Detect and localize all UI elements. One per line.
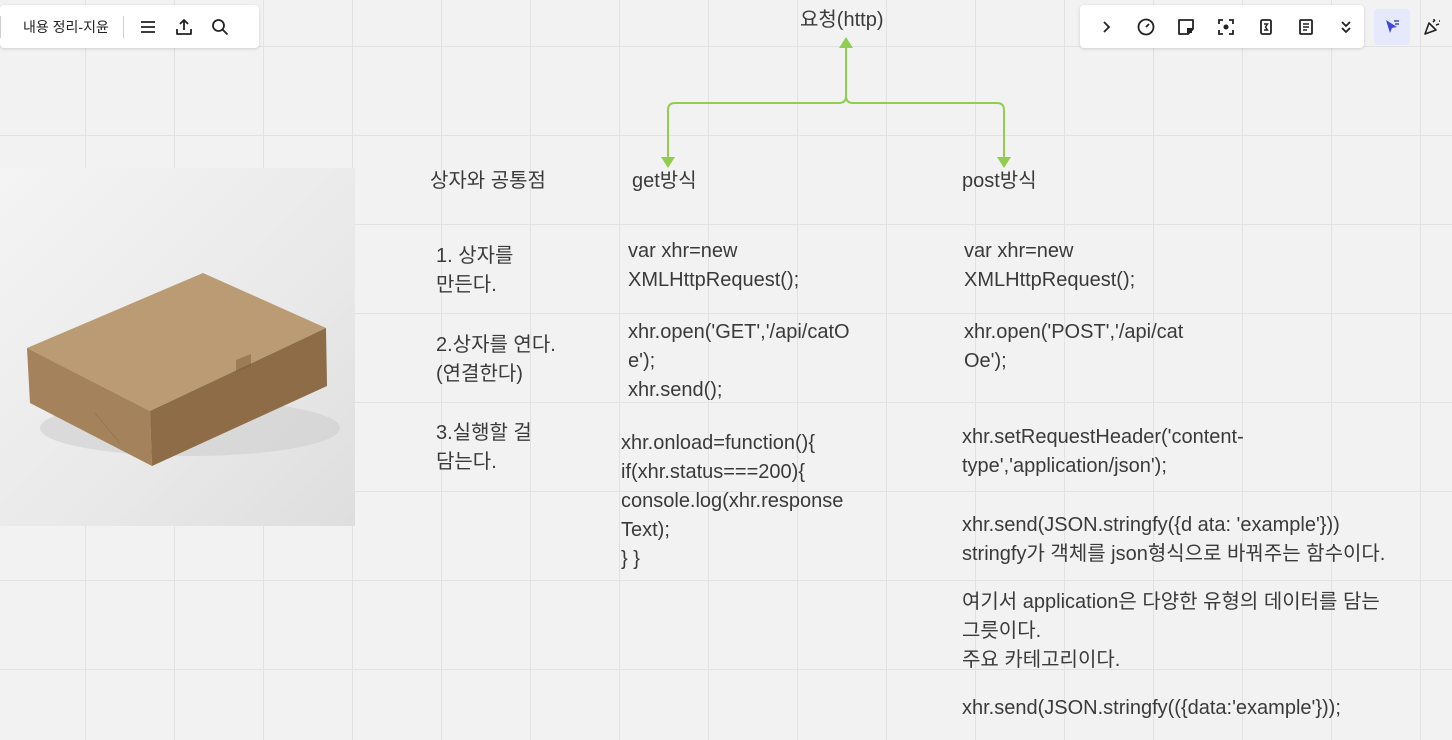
text-line: 담는다. [436, 451, 497, 473]
code-line: var xhr=new [628, 240, 738, 262]
cardboard-box-image[interactable] [0, 168, 355, 526]
timer-icon [1137, 18, 1155, 35]
code-line: stringfy가 객체를 json형식으로 바꿔주는 함수이다. [962, 543, 1386, 565]
code-line: xhr.send(JSON.stringfy({d ata: 'example'… [962, 514, 1340, 536]
code-line: e'); [628, 350, 656, 372]
post-code-open[interactable]: xhr.open('POST','/api/cat Oe'); [964, 318, 1183, 376]
post-code-create[interactable]: var xhr=new XMLHttpRequest(); [964, 237, 1135, 295]
timer-button[interactable] [1128, 9, 1164, 45]
code-line: xhr.send(); [628, 379, 723, 401]
export-button[interactable] [166, 9, 202, 45]
focus-icon [1218, 18, 1234, 35]
toolbar-separator [122, 15, 124, 38]
chevron-right-icon [1103, 20, 1111, 33]
get-code-onload[interactable]: xhr.onload=function(){ if(xhr.status===2… [621, 429, 843, 574]
text-line: 주요 카테고리이다. [962, 649, 1121, 671]
post-code-send-final[interactable]: xhr.send(JSON.stringfy(({data:'example'}… [962, 694, 1341, 723]
cardboard-box-illustration [27, 273, 340, 466]
notes-icon [1299, 18, 1313, 35]
text-line: 1. 상자를 [436, 245, 514, 267]
board-toolbar: 내용 정리-지윤 [0, 5, 259, 48]
common-points-header[interactable]: 상자와 공통점 [430, 170, 546, 192]
text-line: 2.상자를 연다. [436, 334, 556, 356]
code-line: xhr.open('GET','/api/catO [628, 321, 850, 343]
sticky-note-button[interactable] [1168, 9, 1204, 45]
interaction-toolbar [1370, 5, 1452, 48]
board-title[interactable]: 내용 정리-지윤 [23, 18, 109, 35]
connector-line-get [667, 95, 847, 160]
arrow-head-up [839, 37, 853, 48]
text-line: (연결한다) [436, 363, 523, 385]
code-line: xhr.onload=function(){ [621, 432, 816, 454]
common-step-1[interactable]: 1. 상자를 만든다. [436, 242, 513, 300]
voting-icon [1260, 18, 1272, 35]
reactions-icon [1386, 19, 1399, 33]
tools-toolbar [1080, 5, 1364, 48]
http-request-label[interactable]: 요청(http) [800, 9, 884, 31]
code-line: XMLHttpRequest(); [964, 269, 1136, 291]
arrow-head-post [997, 157, 1011, 168]
arrow-head-get [661, 157, 675, 168]
text-line: 만든다. [436, 274, 497, 296]
common-step-2[interactable]: 2.상자를 연다. (연결한다) [436, 331, 556, 389]
code-line: type','application/json'); [962, 455, 1167, 477]
toolbar-separator [0, 15, 1, 38]
upload-icon [175, 18, 192, 35]
expand-toolbar-button[interactable] [1088, 9, 1124, 45]
post-method-header[interactable]: post방식 [962, 170, 1037, 192]
reactions-button[interactable] [1374, 8, 1410, 45]
focus-button[interactable] [1208, 9, 1244, 45]
get-code-open[interactable]: xhr.open('GET','/api/catO e'); xhr.send(… [628, 318, 850, 405]
menu-icon [140, 20, 155, 33]
search-icon [211, 18, 228, 35]
search-button[interactable] [202, 9, 238, 45]
code-line: var xhr=new [964, 240, 1074, 262]
code-line: XMLHttpRequest(); [628, 269, 800, 291]
post-code-header[interactable]: xhr.setRequestHeader('content- type','ap… [962, 423, 1244, 481]
code-line: xhr.open('POST','/api/cat [964, 321, 1184, 343]
text-line: 여기서 application은 다양한 유형의 데이터를 담는 [962, 591, 1380, 613]
code-line: if(xhr.status===200){ [621, 461, 806, 483]
code-line: xhr.send(JSON.stringfy(({data:'example'}… [962, 697, 1341, 719]
code-line: Oe'); [964, 350, 1007, 372]
celebrate-button[interactable] [1414, 9, 1450, 45]
notes-button[interactable] [1288, 9, 1324, 45]
common-step-3[interactable]: 3.실행할 걸 담는다. [436, 419, 532, 477]
chevron-double-down-icon [1341, 20, 1351, 33]
sticky-note-icon [1178, 18, 1194, 35]
text-line: 그릇이다. [962, 620, 1042, 642]
celebrate-icon [1424, 18, 1440, 35]
connector-line-post [845, 95, 1005, 160]
code-line: xhr.setRequestHeader('content- [962, 426, 1244, 448]
menu-button[interactable] [130, 9, 166, 45]
code-line: } } [621, 548, 640, 570]
more-tools-button[interactable] [1328, 9, 1364, 45]
voting-button[interactable] [1248, 9, 1284, 45]
code-line: Text); [621, 519, 670, 541]
text-line: 3.실행할 걸 [436, 422, 532, 444]
get-code-create[interactable]: var xhr=new XMLHttpRequest(); [628, 237, 799, 295]
get-method-header[interactable]: get방식 [632, 170, 697, 192]
post-code-send[interactable]: xhr.send(JSON.stringfy({d ata: 'example'… [962, 511, 1385, 569]
post-application-note[interactable]: 여기서 application은 다양한 유형의 데이터를 담는 그릇이다. 주… [962, 588, 1380, 675]
code-line: console.log(xhr.response [621, 490, 844, 512]
